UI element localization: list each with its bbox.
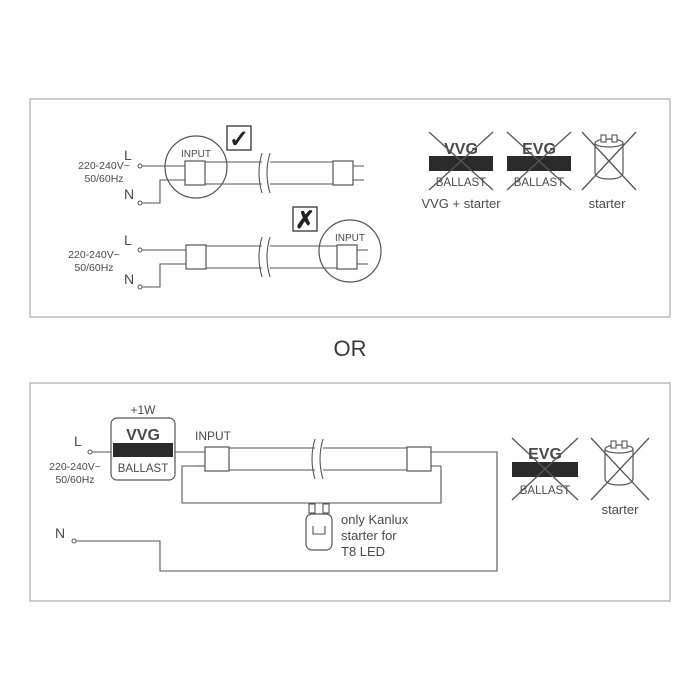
neutral-wire: [76, 451, 498, 572]
ballast-bar: [113, 443, 173, 457]
badge-text: VVG: [126, 427, 160, 444]
vvg-ballast-box: +1W VVG BALLAST: [110, 403, 176, 481]
ballast-power-label: +1W: [130, 403, 156, 417]
neutral-label: N: [124, 186, 134, 202]
correct-check-box: [226, 125, 252, 151]
tube-end-cap-left: [185, 244, 207, 270]
not-allowed-evg-ballast: EVG BALLAST: [511, 437, 579, 501]
input-highlight-circle: [318, 219, 382, 283]
starter-wiring: 220-240V~ 50/60Hz L N +1W VVG BALLAST IN…: [49, 403, 498, 572]
voltage-label: 220-240V~: [49, 461, 101, 473]
starter-loop-wire: [181, 465, 442, 504]
input-label: INPUT: [335, 233, 365, 244]
ballast-label: BALLAST: [514, 177, 565, 189]
tube-end-cap-right: [336, 244, 358, 270]
neutral-wire: [142, 179, 176, 204]
starter-note-line: only Kanlux: [341, 512, 409, 527]
input-label: INPUT: [181, 149, 211, 160]
caption: starter: [602, 502, 640, 517]
badge-text: EVG: [528, 446, 562, 463]
live-label: L: [74, 433, 82, 449]
tube-break-symbol: [258, 152, 271, 194]
tube-break-symbol: [258, 236, 271, 278]
live-label: L: [124, 232, 132, 248]
frequency-label: 50/60Hz: [84, 173, 123, 185]
live-label: L: [124, 147, 132, 163]
tube-end-cap-right: [406, 446, 432, 472]
not-allowed-starter: starter: [581, 131, 637, 211]
ballast-label: BALLAST: [118, 463, 169, 475]
not-allowed-starter: starter: [590, 437, 650, 517]
led-tube: [205, 161, 262, 185]
voltage-label: 220-240V~: [68, 249, 120, 261]
starter-note-line: T8 LED: [341, 544, 385, 559]
ballast-label: BALLAST: [520, 485, 571, 497]
cross-mark-icon: ✗: [295, 207, 315, 234]
frequency-label: 50/60Hz: [74, 262, 113, 274]
ballast-label: BALLAST: [436, 177, 487, 189]
starter-note-line: starter for: [341, 528, 397, 543]
tube-end-cap-right: [332, 160, 354, 186]
correct-wiring-row: 220-240V~ 50/60Hz L N INPUT ✓: [78, 125, 364, 206]
cross-out-icon: [428, 131, 494, 191]
or-separator: OR: [334, 336, 367, 361]
input-label: INPUT: [195, 429, 232, 443]
tube-end-cap-left: [184, 160, 206, 186]
caption: VVG + starter: [421, 196, 501, 211]
frequency-label: 50/60Hz: [55, 474, 94, 486]
neutral-label: N: [124, 271, 134, 287]
neutral-wire: [142, 263, 176, 288]
not-allowed-vvg-ballast: VVG BALLAST VVG + starter: [421, 131, 501, 211]
neutral-label: N: [55, 525, 65, 541]
led-tube: [206, 245, 262, 269]
led-tube: [229, 447, 315, 471]
ballast-bar: [507, 156, 571, 171]
kanlux-starter: [305, 503, 333, 551]
input-highlight-circle: [164, 135, 228, 199]
ballast-bar: [429, 156, 493, 171]
cross-out-icon: [506, 131, 572, 191]
tube-break-symbol: [311, 438, 324, 480]
tube-end-cap-left: [204, 446, 230, 472]
bottom-panel-frame: [29, 382, 671, 602]
check-mark-icon: ✓: [229, 126, 249, 153]
voltage-label: 220-240V~: [78, 160, 130, 172]
cross-out-icon: [581, 131, 637, 191]
top-panel-frame: [29, 98, 671, 318]
wrong-mark-box: [292, 206, 318, 232]
cross-out-icon: [511, 437, 579, 501]
wrong-wiring-row: 220-240V~ 50/60Hz L N INPUT ✗: [68, 206, 382, 290]
caption: starter: [589, 196, 627, 211]
cross-out-icon: [590, 437, 650, 501]
not-allowed-evg-ballast: EVG BALLAST: [506, 131, 572, 191]
